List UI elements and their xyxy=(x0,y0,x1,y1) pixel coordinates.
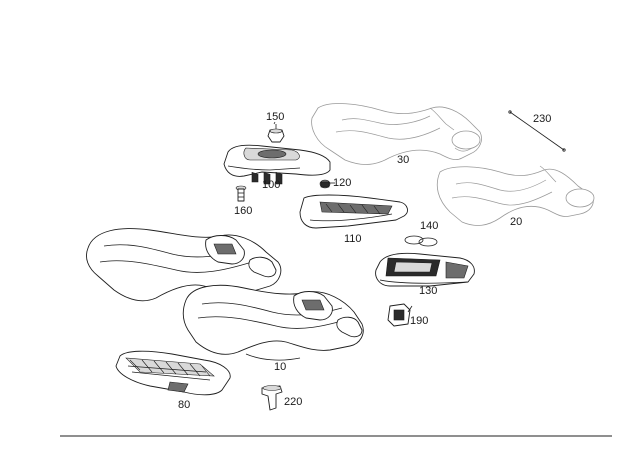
part-100-control-module[interactable] xyxy=(223,144,331,185)
callout-220: 220 xyxy=(284,396,302,408)
callout-labels: 150 230 30 100 120 160 20 140 110 130 19… xyxy=(178,111,551,411)
part-10-seat-cushion[interactable] xyxy=(86,228,364,361)
callout-120: 120 xyxy=(333,177,351,189)
callout-230: 230 xyxy=(533,113,551,125)
part-110-trim-bracket[interactable] xyxy=(299,194,408,229)
part-230-rod[interactable] xyxy=(508,110,566,152)
part-140-washers[interactable] xyxy=(404,235,438,247)
leader-lines xyxy=(273,121,413,313)
part-130-switch-module[interactable] xyxy=(375,252,475,287)
callout-110: 110 xyxy=(344,233,362,245)
part-20-seat-cover[interactable] xyxy=(436,165,595,226)
callout-10: 10 xyxy=(274,361,286,373)
part-160-bolt[interactable] xyxy=(235,185,247,202)
callout-130: 130 xyxy=(419,285,437,297)
callout-150: 150 xyxy=(266,111,284,123)
callout-190: 190 xyxy=(410,315,428,327)
callout-80: 80 xyxy=(178,399,190,411)
callout-140: 140 xyxy=(420,220,438,232)
part-220-clip[interactable] xyxy=(261,385,283,411)
part-190-switch[interactable] xyxy=(387,303,411,327)
part-80-heating-mat[interactable] xyxy=(115,350,231,396)
part-150-nut[interactable] xyxy=(267,124,285,143)
part-120-screw[interactable] xyxy=(319,179,332,189)
callout-30: 30 xyxy=(397,154,409,166)
part-30-seat-cover[interactable] xyxy=(311,103,482,165)
callout-100: 100 xyxy=(262,179,280,191)
callout-160: 160 xyxy=(234,205,252,217)
callout-20: 20 xyxy=(510,216,522,228)
